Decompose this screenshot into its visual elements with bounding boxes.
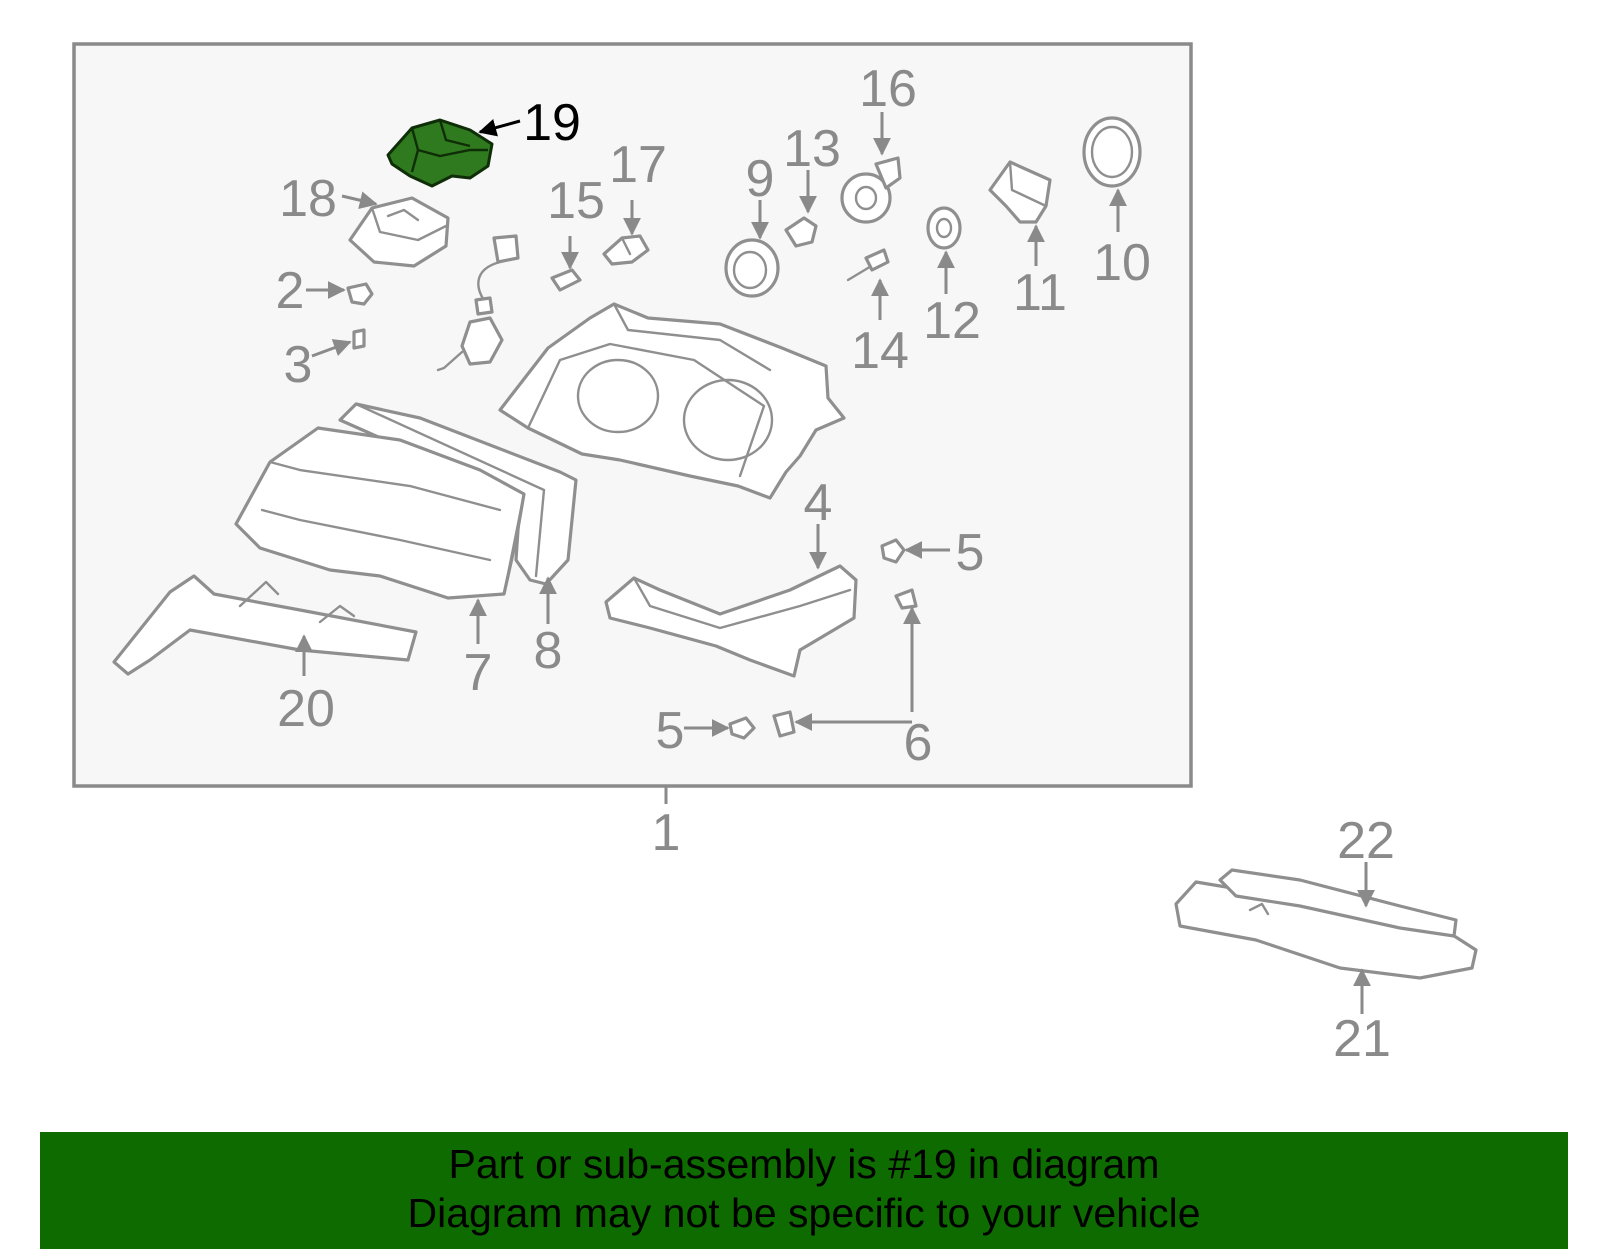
part-16[interactable] (840, 156, 902, 224)
callout-2: 2 (276, 262, 305, 320)
callout-21: 21 (1333, 1010, 1391, 1068)
part-19-highlighted[interactable] (386, 118, 494, 188)
part-12[interactable] (926, 206, 962, 250)
callout-12: 12 (923, 292, 981, 350)
banner-line-2: Diagram may not be specific to your vehi… (407, 1190, 1201, 1236)
part-headlamp-housing[interactable] (498, 302, 846, 500)
callout-11: 11 (1013, 264, 1067, 322)
part-9[interactable] (724, 238, 780, 298)
part-2[interactable] (346, 282, 374, 306)
part-6b[interactable] (772, 710, 796, 738)
callout-8: 8 (534, 622, 563, 680)
part-6a[interactable] (894, 588, 918, 610)
callout-14: 14 (851, 322, 909, 380)
part-3[interactable] (352, 328, 366, 350)
callout-15: 15 (547, 172, 605, 230)
part-harness[interactable] (436, 234, 520, 372)
callout-5-lower: 5 (656, 702, 685, 760)
callout-7: 7 (464, 644, 493, 702)
part-14[interactable] (846, 248, 890, 282)
part-5a[interactable] (880, 538, 906, 564)
callout-5-upper: 5 (956, 524, 985, 582)
part-4[interactable] (604, 564, 858, 678)
part-10[interactable] (1082, 116, 1142, 188)
callout-18: 18 (279, 170, 337, 228)
callout-6: 6 (904, 714, 933, 772)
part-15[interactable] (550, 268, 582, 292)
part-17[interactable] (602, 234, 650, 266)
callout-19-highlighted: 19 (523, 94, 581, 152)
callout-4: 4 (804, 474, 833, 532)
leader-lines (295, 112, 1375, 1014)
part-7[interactable] (234, 426, 526, 600)
part-13[interactable] (784, 216, 818, 248)
callout-16: 16 (859, 60, 917, 118)
part-18[interactable] (348, 196, 450, 268)
callout-3: 3 (284, 336, 313, 394)
callout-1: 1 (652, 804, 681, 862)
part-20[interactable] (112, 574, 418, 676)
info-banner: Part or sub-assembly is #19 in diagram D… (40, 1132, 1568, 1249)
callout-17: 17 (609, 136, 667, 194)
parts-diagram: 1 2 3 4 5 5 6 7 8 9 10 11 12 13 14 15 16… (72, 42, 1478, 1068)
part-22[interactable] (1218, 868, 1458, 938)
part-11[interactable] (988, 160, 1052, 224)
callout-9: 9 (746, 150, 775, 208)
callout-13: 13 (783, 120, 841, 178)
callout-22: 22 (1337, 812, 1395, 870)
callout-20: 20 (277, 680, 335, 738)
banner-line-1: Part or sub-assembly is #19 in diagram (448, 1141, 1160, 1187)
callout-10: 10 (1093, 234, 1151, 292)
callout-labels: 1 2 3 4 5 5 6 7 8 9 10 11 12 13 14 15 16… (276, 60, 1395, 1068)
part-5b[interactable] (728, 716, 756, 740)
